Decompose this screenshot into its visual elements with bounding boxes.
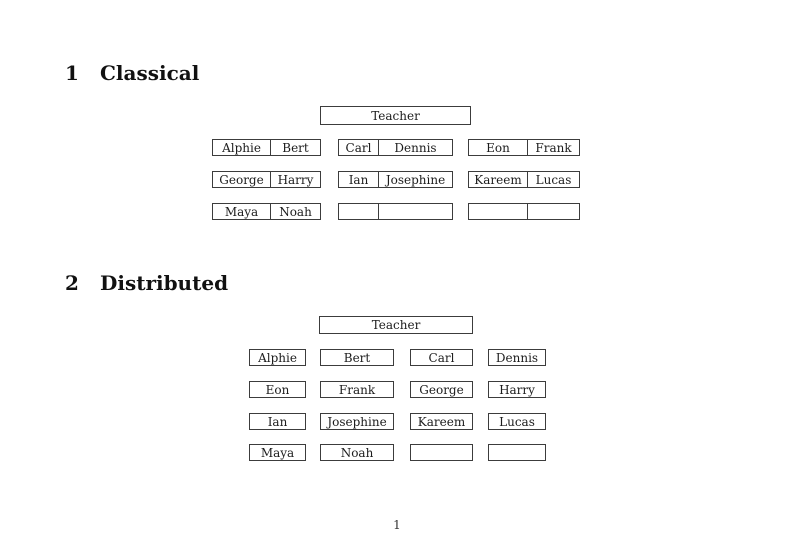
seat-box: Eon (249, 381, 306, 398)
desk-seat: Kareem (474, 172, 522, 187)
section-heading-classical: 1 Classical (65, 62, 199, 84)
desk-seat-empty (527, 204, 579, 219)
desk: Kareem Lucas (468, 171, 580, 188)
seat-box: Bert (320, 349, 394, 366)
desk: George Harry (212, 171, 321, 188)
desk-seat: Alphie (222, 140, 261, 155)
desk: Eon Frank (468, 139, 580, 156)
desk-seat: Frank (527, 140, 579, 155)
desk-seat: Eon (486, 140, 510, 155)
seat-box: Noah (320, 444, 394, 461)
teacher-box: Teacher (320, 106, 471, 125)
teacher-box: Teacher (319, 316, 473, 334)
desk-seat-empty (469, 204, 527, 219)
desk-seat: Josephine (378, 172, 452, 187)
desk-seat: Carl (345, 140, 372, 155)
seat-box: Kareem (410, 413, 473, 430)
section-title: Distributed (100, 271, 229, 295)
seat-box: Maya (249, 444, 306, 461)
seat-box: Ian (249, 413, 306, 430)
desk-seat: Bert (270, 140, 320, 155)
seat-box-empty (488, 444, 546, 461)
section-title: Classical (100, 61, 200, 85)
desk: Ian Josephine (338, 171, 453, 188)
desk (338, 203, 453, 220)
seat-box: Carl (410, 349, 473, 366)
desk-seat: Lucas (527, 172, 579, 187)
seat-box-empty (410, 444, 473, 461)
seat-box: Josephine (320, 413, 394, 430)
section-number: 1 (65, 61, 79, 85)
desk-seat-empty (339, 204, 378, 219)
desk-seat-empty (378, 204, 452, 219)
desk-seat: Harry (270, 172, 320, 187)
seat-box: Frank (320, 381, 394, 398)
desk-seat: Noah (270, 204, 320, 219)
desk-seat: Maya (224, 204, 259, 219)
desk-seat: Dennis (378, 140, 452, 155)
seat-box: George (410, 381, 473, 398)
desk: Alphie Bert (212, 139, 321, 156)
desk (468, 203, 580, 220)
seat-box: Dennis (488, 349, 546, 366)
desk: Carl Dennis (338, 139, 453, 156)
seat-box: Alphie (249, 349, 306, 366)
desk-seat: George (219, 172, 264, 187)
desk-seat: Ian (348, 172, 369, 187)
seat-box: Lucas (488, 413, 546, 430)
section-number: 2 (65, 271, 79, 295)
page-number: 1 (393, 518, 401, 532)
seat-box: Harry (488, 381, 546, 398)
section-heading-distributed: 2 Distributed (65, 272, 228, 294)
desk: Maya Noah (212, 203, 321, 220)
